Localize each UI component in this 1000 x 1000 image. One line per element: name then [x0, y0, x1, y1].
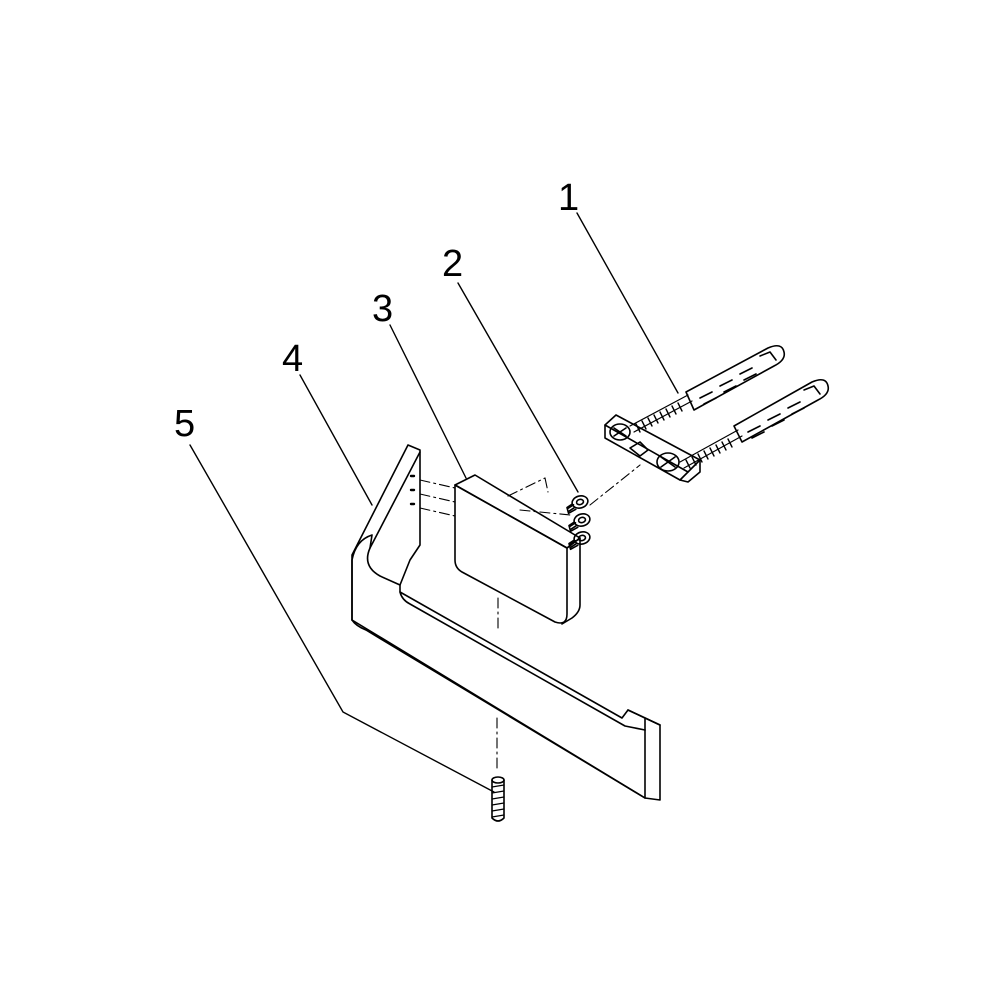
leader-lines [189, 212, 679, 793]
callout-number-4: 4 [282, 338, 304, 380]
grub-screw [491, 776, 505, 822]
leader-line-4 [299, 374, 373, 506]
wall-anchors-and-screws [604, 344, 830, 483]
center-lines [419, 464, 641, 771]
set-screws [566, 495, 591, 551]
callout-number-2: 2 [442, 243, 464, 285]
leader-line-1 [576, 212, 679, 394]
callout-number-1: 1 [558, 177, 580, 219]
mounting-block [454, 474, 581, 625]
callout-number-3: 3 [372, 288, 394, 330]
leader-line-5 [189, 444, 495, 793]
holder-arm [351, 444, 661, 801]
leader-line-2 [457, 282, 579, 493]
leader-line-3 [389, 324, 467, 479]
callout-number-5: 5 [174, 403, 196, 445]
